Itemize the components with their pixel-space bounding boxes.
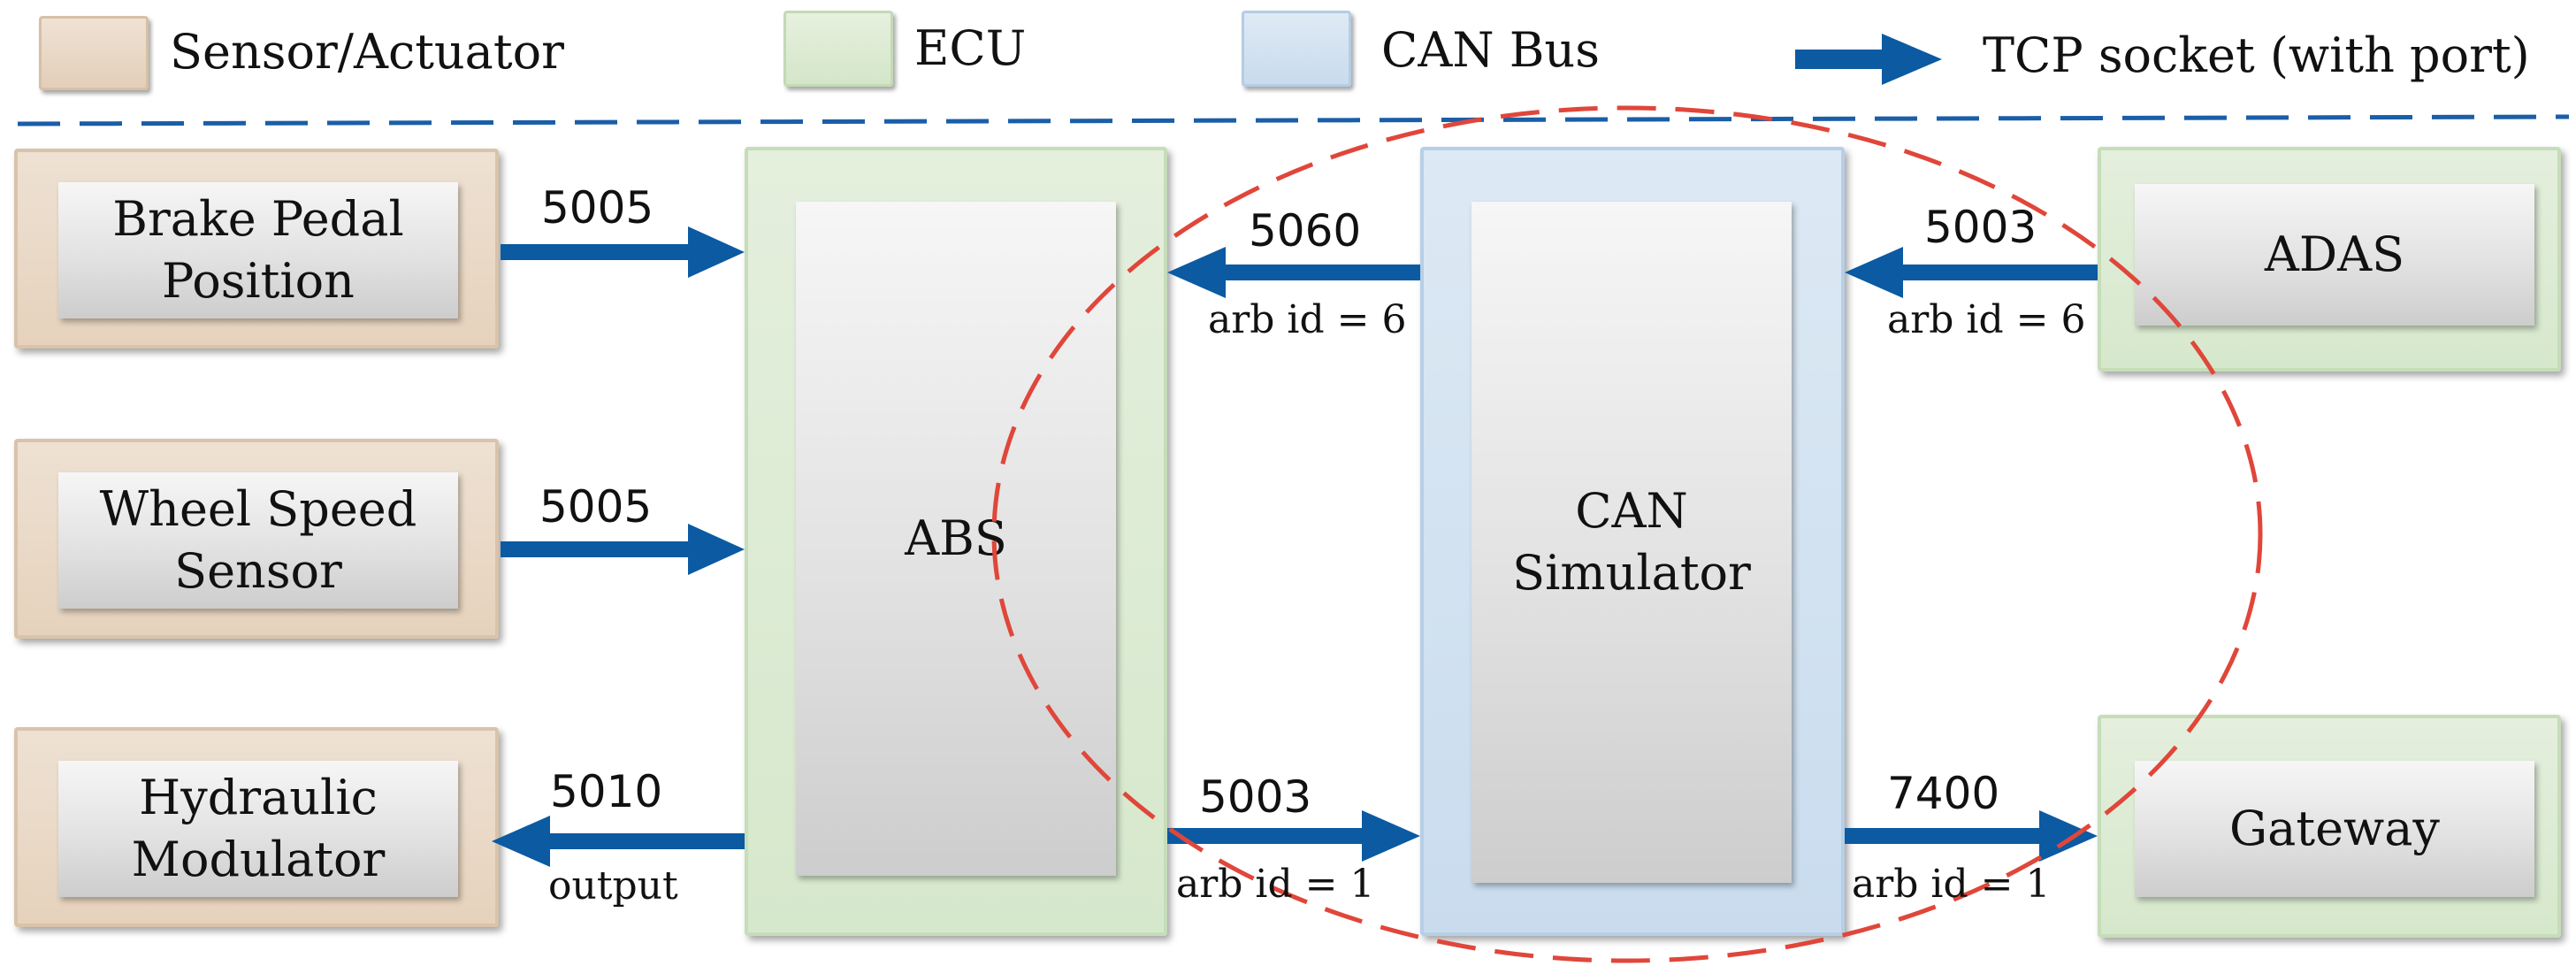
port-can-to-abs: 5060	[1249, 205, 1362, 257]
gateway-ecu-block: Gateway	[2098, 715, 2561, 938]
legend-swatch-sensor	[39, 16, 149, 90]
brake-pedal-block: Brake Pedal Position	[14, 149, 499, 349]
arrow-brake-to-abs	[501, 226, 745, 278]
abs-ecu-block: ABS	[745, 147, 1167, 936]
port-abs-to-hydraulic: 5010	[550, 766, 663, 817]
note-abs-to-hydraulic: output	[548, 863, 678, 908]
adas-label: ADAS	[2135, 184, 2534, 326]
adas-ecu-block: ADAS	[2098, 147, 2561, 372]
legend-tcp-arrow-icon	[1795, 34, 1942, 85]
arrow-abs-to-can	[1167, 810, 1420, 862]
note-can-to-gateway: arb id = 1	[1852, 862, 2051, 907]
port-brake-to-abs: 5005	[541, 182, 654, 234]
abs-label: ABS	[905, 510, 1007, 566]
note-adas-to-can: arb id = 6	[1887, 297, 2086, 342]
highlight-ellipse	[991, 105, 2263, 963]
arrow-wheel-to-abs	[501, 524, 745, 575]
wheel-speed-block: Wheel Speed Sensor	[14, 439, 499, 639]
port-abs-to-can: 5003	[1199, 771, 1312, 823]
port-can-to-gateway: 7400	[1887, 768, 2000, 819]
hydraulic-modulator-block: Hydraulic Modulator	[14, 727, 499, 927]
wheel-speed-label: Wheel Speed Sensor	[58, 472, 458, 609]
arrow-abs-to-hydraulic	[492, 816, 745, 867]
legend-label-ecu: ECU	[914, 20, 1027, 76]
legend-swatch-ecu	[784, 11, 893, 87]
note-can-to-abs: arb id = 6	[1208, 297, 1407, 342]
port-wheel-to-abs: 5005	[539, 481, 653, 533]
legend-label-sensor: Sensor/Actuator	[170, 24, 564, 80]
legend-label-can-bus: CAN Bus	[1381, 22, 1600, 78]
can-bus-block: CAN Simulator	[1420, 147, 1845, 936]
legend-divider	[17, 114, 2570, 126]
brake-pedal-label: Brake Pedal Position	[58, 182, 458, 318]
note-abs-to-can: arb id = 1	[1176, 862, 1375, 907]
gateway-label: Gateway	[2135, 761, 2534, 897]
can-simulator-label: CAN Simulator	[1471, 202, 1792, 883]
port-adas-to-can: 5003	[1924, 202, 2037, 253]
legend-swatch-can-bus	[1242, 11, 1351, 87]
legend-label-tcp: TCP socket (with port)	[1983, 27, 2530, 83]
arrow-can-to-abs	[1167, 247, 1420, 298]
abs-inner-panel: ABS	[796, 202, 1116, 876]
arrow-adas-to-can	[1845, 247, 2098, 298]
hydraulic-modulator-label: Hydraulic Modulator	[58, 761, 458, 897]
arrow-can-to-gateway	[1845, 810, 2098, 862]
